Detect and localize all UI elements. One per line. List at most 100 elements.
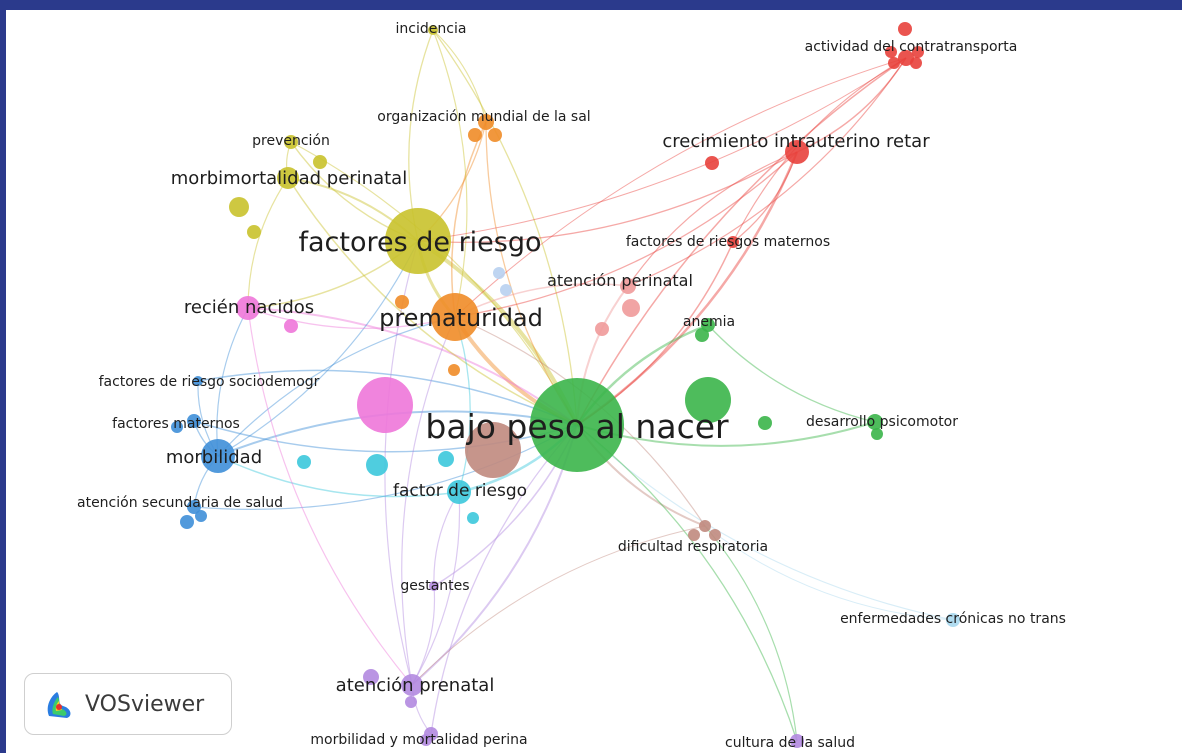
network-node[interactable]	[395, 295, 409, 309]
network-node-prem[interactable]	[431, 293, 479, 341]
network-node[interactable]	[871, 428, 883, 440]
vosviewer-logo: VOSviewer	[24, 673, 232, 735]
network-edge	[576, 151, 799, 427]
network-node-fm[interactable]	[187, 414, 201, 428]
network-node[interactable]	[488, 128, 502, 142]
network-node[interactable]	[465, 422, 521, 478]
network-node[interactable]	[357, 377, 413, 433]
network-canvas[interactable]: bajo peso al nacer factores de riesgo prem…	[6, 10, 1182, 753]
node-label-rn[interactable]: recién nacidos	[184, 297, 314, 318]
network-node-rn[interactable]	[236, 296, 260, 320]
node-label-cs[interactable]: cultura de la salud	[725, 735, 855, 751]
network-edge	[247, 307, 413, 686]
network-node[interactable]	[595, 322, 609, 336]
network-node[interactable]	[405, 696, 417, 708]
vosviewer-logo-icon	[47, 692, 71, 718]
network-node-bpn[interactable]	[530, 378, 624, 472]
network-edge	[417, 57, 907, 242]
network-node[interactable]	[195, 510, 207, 522]
network-node[interactable]	[297, 455, 311, 469]
node-label-mmp[interactable]: morbilidad y mortalidad perina	[310, 732, 527, 748]
node-label-act[interactable]: actividad del contratransporta	[805, 39, 1018, 55]
network-node[interactable]	[284, 319, 298, 333]
network-node[interactable]	[247, 225, 261, 239]
network-edge	[287, 177, 578, 426]
network-node-ciur[interactable]	[785, 140, 809, 164]
node-label-oms[interactable]: organización mundial de la sal	[377, 109, 590, 125]
network-node-gest[interactable]	[429, 581, 439, 591]
node-label-fr[interactable]: factores de riesgo	[298, 227, 541, 258]
network-node-ass[interactable]	[187, 500, 201, 514]
network-node-ecnt[interactable]	[946, 613, 960, 627]
network-node-dr[interactable]	[699, 520, 711, 532]
node-label-ecnt[interactable]: enfermedades crónicas no trans	[840, 611, 1066, 627]
network-node-apren[interactable]	[401, 674, 423, 696]
network-node[interactable]	[229, 197, 249, 217]
network-node-morbiper[interactable]	[277, 167, 299, 189]
network-node[interactable]	[888, 57, 900, 69]
node-label-anemia[interactable]: anemia	[683, 314, 735, 330]
network-node[interactable]	[622, 299, 640, 317]
network-node[interactable]	[758, 416, 772, 430]
network-node-fr[interactable]	[385, 208, 451, 274]
node-label-apren[interactable]: atención prenatal	[336, 675, 495, 696]
network-node-frm[interactable]	[727, 236, 739, 248]
node-label-prev[interactable]: prevención	[252, 133, 330, 149]
network-node[interactable]	[171, 421, 183, 433]
network-edge	[411, 525, 706, 686]
network-node[interactable]	[885, 46, 897, 58]
node-label-inc[interactable]: incidencia	[396, 21, 467, 37]
network-node-aper[interactable]	[620, 278, 636, 294]
network-node-dpm[interactable]	[867, 414, 883, 430]
network-edge	[627, 151, 798, 287]
network-node-frs[interactable]	[193, 376, 203, 386]
node-label-dpm[interactable]: desarrollo psicomotor	[806, 414, 958, 430]
vosviewer-logo-text: VOSviewer	[85, 691, 205, 717]
node-label-prem[interactable]: prematuridad	[379, 304, 543, 332]
network-node[interactable]	[705, 156, 719, 170]
network-node[interactable]	[898, 22, 912, 36]
node-label-aper[interactable]: atención perinatal	[547, 271, 693, 290]
network-edge	[454, 151, 798, 318]
network-node[interactable]	[363, 669, 379, 685]
node-label-ass[interactable]: atención secundaria de salud	[77, 495, 283, 511]
network-node[interactable]	[448, 364, 460, 376]
node-label-gest[interactable]: gestantes	[400, 578, 469, 594]
network-node[interactable]	[493, 267, 505, 279]
network-node-mmp[interactable]	[424, 727, 438, 741]
node-label-morbiper[interactable]: morbimortalidad perinatal	[171, 168, 407, 189]
network-node-morb[interactable]	[201, 439, 235, 473]
network-node[interactable]	[180, 515, 194, 529]
node-label-dr[interactable]: dificultad respiratoria	[618, 539, 768, 555]
network-node-inc[interactable]	[428, 25, 438, 35]
node-label-frm[interactable]: factores de riesgos maternos	[626, 234, 830, 250]
network-node[interactable]	[366, 454, 388, 476]
node-label-fdr[interactable]: factor de riesgo	[393, 481, 527, 501]
node-label-fm[interactable]: factores maternos	[112, 416, 240, 432]
network-node[interactable]	[467, 512, 479, 524]
node-label-ciur[interactable]: crecimiento intrauterino retar	[662, 131, 930, 152]
network-node-act[interactable]	[898, 50, 914, 66]
network-edge	[454, 316, 471, 493]
network-node-prev[interactable]	[284, 135, 298, 149]
network-node-fdr[interactable]	[447, 480, 471, 504]
network-svg[interactable]: bajo peso al nacer factores de riesgo prem…	[6, 10, 1182, 753]
network-node[interactable]	[500, 284, 512, 296]
network-node[interactable]	[438, 451, 454, 467]
network-node[interactable]	[688, 529, 700, 541]
node-label-morb[interactable]: morbilidad	[166, 447, 262, 468]
network-node[interactable]	[685, 377, 731, 423]
network-edge	[732, 151, 798, 243]
network-node[interactable]	[709, 529, 721, 541]
node-label-frs[interactable]: factores de riesgo sociodemogr	[99, 374, 320, 390]
network-node[interactable]	[912, 46, 924, 58]
network-node-oms[interactable]	[478, 114, 494, 130]
network-node[interactable]	[313, 155, 327, 169]
network-node[interactable]	[468, 128, 482, 142]
network-edge	[217, 240, 419, 457]
network-node-anemia[interactable]	[701, 318, 715, 332]
network-edge	[197, 369, 578, 426]
network-node-cs[interactable]	[790, 734, 804, 748]
node-label-bpn[interactable]: bajo peso al nacer	[425, 407, 729, 446]
network-edge	[216, 307, 249, 457]
